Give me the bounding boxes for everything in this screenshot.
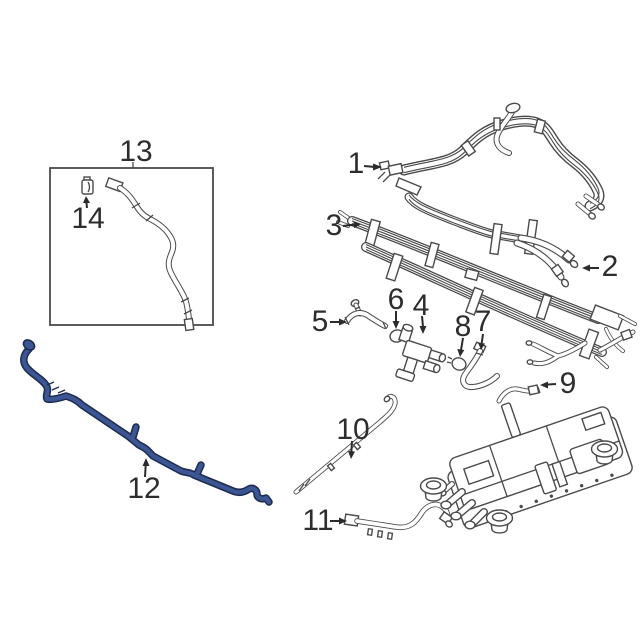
part-2-drawing	[409, 195, 579, 288]
part-label-1[interactable]: 1	[347, 147, 365, 180]
part-5-drawing	[344, 299, 388, 330]
module-assembly-drawing	[419, 402, 633, 534]
part-label-7[interactable]: 7	[474, 305, 492, 338]
module-foot	[590, 440, 619, 465]
part-8-drawing	[446, 356, 467, 371]
part-13-inset-box	[49, 162, 214, 332]
part-label-4[interactable]: 4	[412, 289, 430, 322]
part-label-9[interactable]: 9	[559, 367, 577, 400]
part-label-14[interactable]: 14	[71, 202, 105, 235]
part-14-drawing	[81, 176, 94, 195]
part-11-drawing	[343, 501, 454, 541]
part-12-drawing	[20, 339, 273, 506]
module-foot	[419, 477, 448, 502]
part-label-2[interactable]: 2	[601, 250, 619, 283]
lower-tube-bundle	[366, 245, 636, 369]
part-9-drawing	[496, 384, 541, 404]
part-4-drawing	[395, 323, 447, 382]
part-label-6[interactable]: 6	[387, 283, 405, 316]
part-3-drawing	[336, 210, 637, 353]
part-label-5[interactable]: 5	[311, 305, 329, 338]
part-label-3[interactable]: 3	[325, 209, 343, 242]
part-1-drawing	[377, 102, 605, 220]
part-7-drawing	[460, 341, 500, 391]
part-label-8[interactable]: 8	[454, 310, 472, 343]
part-label-13[interactable]: 13	[119, 135, 153, 168]
module-foot	[485, 509, 514, 534]
part-10-drawing	[293, 393, 398, 495]
callout-arrows	[83, 163, 599, 525]
part-label-10[interactable]: 10	[336, 413, 370, 446]
part-label-12[interactable]: 12	[127, 472, 161, 505]
part-label-11[interactable]: 11	[302, 504, 334, 537]
